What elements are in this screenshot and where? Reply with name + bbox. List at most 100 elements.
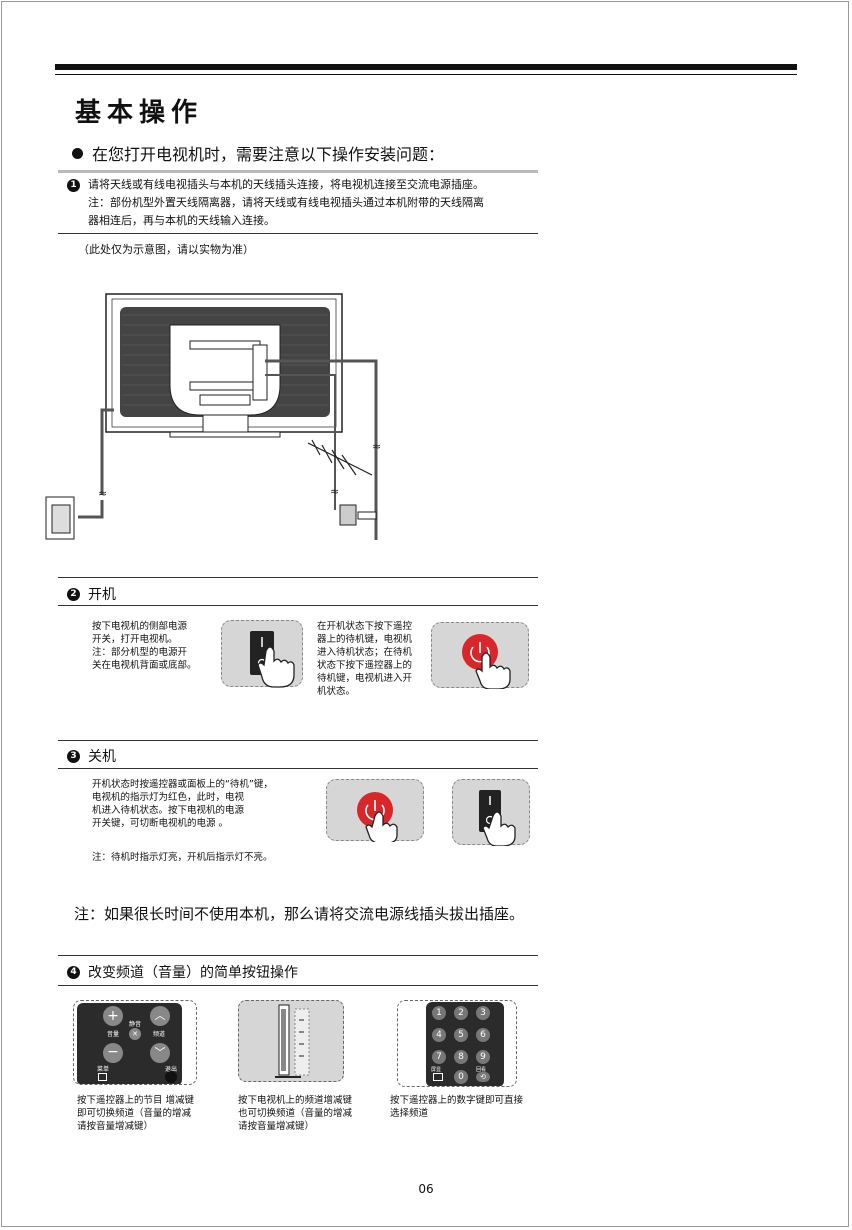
caption-line: 按下遥控器上的节目 增减键 [77, 1095, 195, 1106]
caption-line: 选择频道 [390, 1108, 429, 1119]
digit-key: 3 [476, 1006, 490, 1020]
step4-number: 4 [67, 965, 80, 979]
digit-key: 7 [432, 1050, 446, 1064]
caption-line: 即可切换频道（音量的增减 [77, 1108, 192, 1119]
exit-label: 退出 [165, 1066, 178, 1073]
step3-text: 开机状态时按遥控器或面板上的“待机”键， 电视机的指示灯为红色，此时，电视 机进… [92, 778, 273, 830]
volume-down-button: − [103, 1043, 123, 1063]
tv-connection-diagram: ≈ ≈ ≈ [40, 285, 400, 550]
section-divider [58, 170, 538, 173]
power-switch-illustration [221, 620, 303, 688]
remote-keypad-illustration: 1 2 3 4 5 6 7 8 9 屏显 回看 0 ⟲ [397, 1000, 517, 1087]
power-switch-off-illustration [452, 779, 530, 846]
exit-button [165, 1071, 177, 1083]
step3-heading: 关机 [88, 749, 116, 765]
channel-down-button: ﹀ [150, 1043, 170, 1063]
caption-line: 按下电视机上的频道增减键 [238, 1095, 353, 1106]
step2-left-line: 开关，打开电视机。 [92, 634, 178, 645]
section-divider [58, 233, 538, 234]
tv-side-buttons-illustration [238, 1000, 344, 1082]
step2-left-line: 按下电视机的侧部电源 [92, 621, 188, 632]
display-key [433, 1073, 443, 1081]
keypad-grid: 1 2 3 4 5 6 7 8 9 [432, 1006, 490, 1064]
svg-text:≈: ≈ [98, 487, 107, 500]
caption-line: 按下遥控器上的数字键即可直接 [390, 1095, 524, 1106]
caption-line: 请按音量增减键） [238, 1121, 315, 1132]
digit-key: 8 [454, 1050, 468, 1064]
volume-up-button: + [103, 1006, 123, 1026]
bullet-dot [72, 147, 83, 159]
svg-text:≈: ≈ [372, 440, 381, 453]
channel-up-button: ︿ [150, 1006, 170, 1026]
step3-number: 3 [67, 749, 80, 763]
section-divider [58, 955, 538, 956]
channel-label: 频道 [153, 1031, 166, 1038]
keypad-body: 1 2 3 4 5 6 7 8 9 屏显 回看 0 ⟲ [426, 1002, 504, 1086]
step2-left-line: 关在电视机背面或底部。 [92, 660, 197, 671]
keypad-right-label: 回看 [476, 1067, 487, 1073]
step3-heading-row: 3 关机 [67, 746, 116, 766]
step1-line3: 器相连后，再与本机的天线输入连接。 [88, 214, 275, 227]
step2-heading-row: 2 开机 [67, 584, 116, 604]
digit-key: 0 [454, 1070, 468, 1084]
digit-key: 9 [476, 1050, 490, 1064]
caption-remote-nav: 按下遥控器上的节目 增减键 即可切换频道（音量的增减 请按音量增减键） [77, 1094, 194, 1133]
volume-label: 音量 [107, 1031, 120, 1038]
step2-right-line: 在开机状态下按下遥控 [317, 621, 413, 632]
step1-number: 1 [67, 178, 80, 192]
caption-line: 也可切换频道（音量的增减 [238, 1108, 353, 1119]
step2-right-line: 状态下按下遥控器上的 [317, 660, 413, 671]
step2-heading: 开机 [88, 587, 116, 603]
step4-heading-row: 4 改变频道（音量）的简单按钮操作 [67, 962, 298, 982]
step2-right-line: 待机键，电视机进入开 [317, 673, 413, 684]
section-divider [58, 768, 538, 769]
menu-button [98, 1073, 107, 1081]
step1-line2: 注：部份机型外置天线隔离器，请将天线或有线电视插头通过本机附带的天线隔离 [88, 196, 484, 209]
mute-label: 静音 [129, 1021, 142, 1028]
section-divider [58, 985, 538, 986]
caption-keypad: 按下遥控器上的数字键即可直接 选择频道 [390, 1094, 523, 1120]
caption-line: 请按音量增减键） [77, 1121, 154, 1132]
diagram-note: （此处仅为示意图，请以实物为准） [78, 243, 254, 256]
step2-right-line: 进入待机状态；在待机 [317, 647, 413, 658]
recall-key: ⟲ [476, 1072, 490, 1082]
step3-line: 开关键，可切断电视机的电源 。 [92, 818, 229, 829]
step2-right-text: 在开机状态下按下遥控 器上的待机键，电视机 进入待机状态；在待机 状态下按下遥控… [317, 620, 412, 698]
caption-tv-side: 按下电视机上的频道增减键 也可切换频道（音量的增减 请按音量增减键） [238, 1094, 352, 1133]
section-divider [58, 605, 538, 606]
step2-right-line: 机状态。 [317, 686, 356, 697]
page-title: 基本操作 [75, 98, 204, 128]
intro-text: 在您打开电视机时，需要注意以下操作安装问题： [92, 145, 445, 164]
digit-key: 2 [454, 1006, 468, 1020]
step4-heading: 改变频道（音量）的简单按钮操作 [88, 965, 298, 981]
step3-line: 电视机的指示灯为红色，此时，电视 [92, 792, 245, 803]
digit-key: 1 [432, 1006, 446, 1020]
step1-line1: 请将天线或有线电视插头与本机的天线插头连接，将电视机连接至交流电源插座。 [88, 178, 484, 191]
page-number: 06 [418, 1182, 434, 1196]
section-divider [58, 740, 538, 741]
section-divider [58, 577, 538, 578]
step2-left-line: 注：部分机型的电源开 [92, 647, 188, 658]
svg-text:≈: ≈ [330, 485, 339, 498]
step2-left-text: 按下电视机的侧部电源 开关，打开电视机。 注：部分机型的电源开 关在电视机背面或… [92, 620, 197, 672]
step3-note: 注：待机时指示灯亮，开机后指示灯不亮。 [92, 852, 273, 863]
keypad-left-label: 屏显 [431, 1067, 442, 1073]
digit-key: 4 [432, 1028, 446, 1042]
step1-text: 1 请将天线或有线电视插头与本机的天线插头连接，将电视机连接至交流电源插座。 注… [67, 176, 484, 230]
remote-power-illustration [431, 622, 529, 689]
digit-key: 5 [454, 1028, 468, 1042]
header-rule-thick [55, 64, 797, 70]
step3-line: 机进入待机状态。按下电视机的电源 [92, 805, 245, 816]
intro-line: 在您打开电视机时，需要注意以下操作安装问题： [72, 141, 444, 165]
step2-right-line: 器上的待机键，电视机 [317, 634, 413, 645]
digit-key: 6 [476, 1028, 490, 1042]
remote-nav-illustration: + ︿ ✕ 音量 静音 频道 − ﹀ 菜单 退出 [73, 1000, 197, 1085]
global-note: 注：如果很长时间不使用本机，那么请将交流电源线插头拔出插座。 [74, 905, 525, 923]
remote-body: + ︿ ✕ 音量 静音 频道 − ﹀ 菜单 退出 [77, 1003, 182, 1084]
step2-number: 2 [67, 587, 80, 601]
step3-line: 开机状态时按遥控器或面板上的“待机”键， [92, 779, 273, 790]
menu-label: 菜单 [97, 1066, 110, 1073]
remote-standby-illustration [326, 779, 424, 842]
header-rule-thin [55, 74, 797, 75]
